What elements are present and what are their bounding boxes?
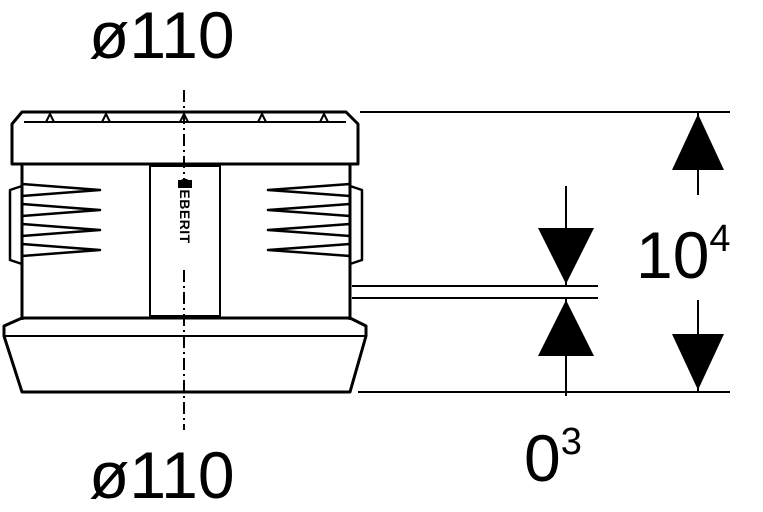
gap-exponent: 3	[560, 421, 582, 463]
bottom-diameter-label: ø110	[89, 438, 235, 512]
height-base: 10	[636, 218, 710, 292]
gap-arrow-up	[538, 300, 594, 356]
height-arrow-down	[672, 334, 724, 390]
gap-base: 0	[524, 421, 561, 495]
left-thread-ribs	[8, 182, 102, 266]
gap-arrow-down	[538, 228, 594, 284]
height-arrow-up	[672, 114, 724, 170]
height-exponent: 4	[709, 218, 731, 260]
fitting-body	[20, 164, 352, 320]
top-diameter-label: ø110	[89, 0, 235, 72]
right-thread-ribs	[266, 182, 364, 266]
extension-lines	[352, 111, 730, 393]
height-dimension-label: 104	[636, 220, 731, 288]
geberit-logo: GEBERIT	[177, 178, 193, 244]
top-collar	[10, 110, 360, 166]
collar-teeth	[45, 113, 329, 123]
gap-dimension-label: 03	[524, 423, 582, 491]
logo-mark	[178, 180, 192, 188]
